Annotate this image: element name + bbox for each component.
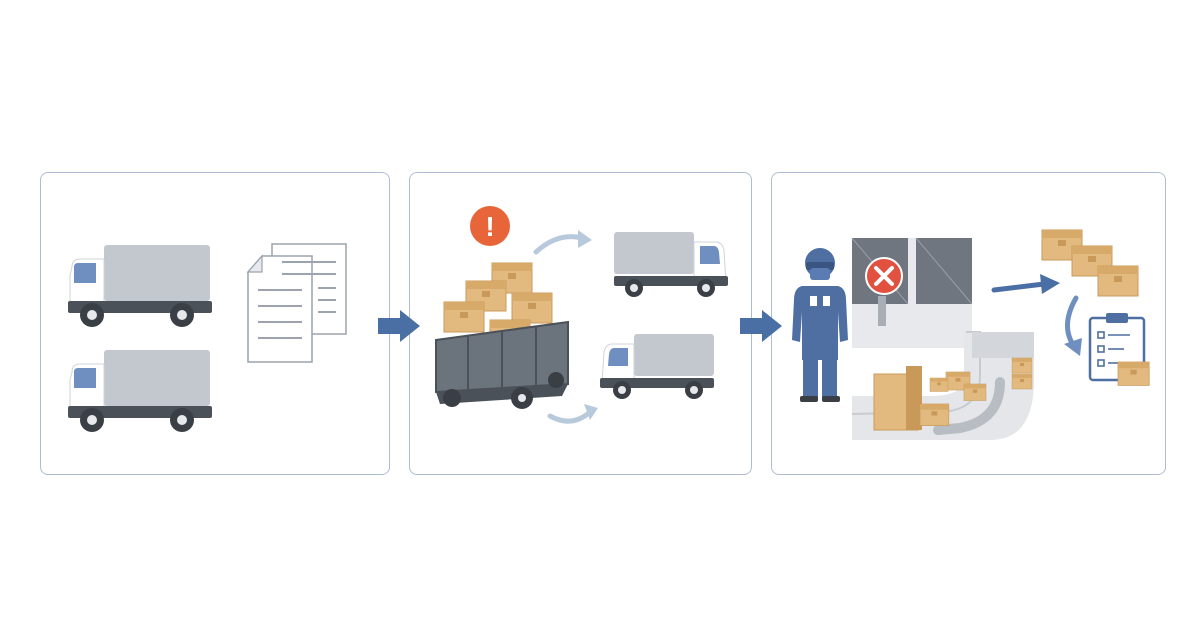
truck-icon	[67, 349, 213, 433]
alert-icon: !	[470, 206, 510, 246]
arrow-right-icon	[991, 274, 1060, 294]
flow-arrow-icon	[378, 310, 420, 342]
clipboard-checklist-icon	[1088, 313, 1150, 386]
boxes-icon	[873, 357, 1033, 431]
box-icon	[443, 301, 485, 333]
box-icon	[511, 292, 553, 324]
alert-symbol: !	[485, 211, 494, 242]
loaded-cart-icon	[435, 262, 569, 409]
boxes-icon	[1041, 229, 1139, 297]
truck-icon	[599, 333, 715, 400]
curved-arrow-icon	[547, 404, 598, 424]
flow-arrow-icon	[740, 310, 782, 342]
reject-icon	[865, 257, 903, 295]
truck-icon	[613, 231, 729, 298]
curved-arrow-icon	[1064, 295, 1082, 356]
dock-doors-icon	[851, 237, 973, 348]
documents-icon	[246, 243, 347, 363]
curved-arrow-icon	[533, 230, 592, 255]
worker-icon	[792, 248, 848, 402]
truck-icon	[67, 244, 213, 328]
